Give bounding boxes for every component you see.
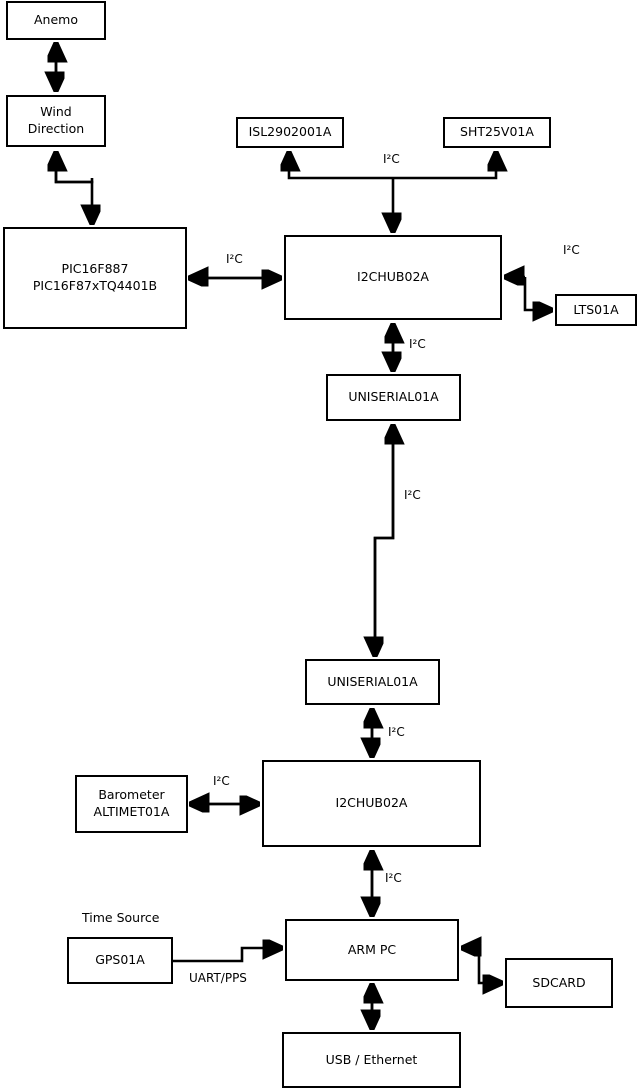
node-i2chub02a-bottom-label: I2CHUB02A [335,795,408,811]
node-i2chub02a-top[interactable]: I2CHUB02A [284,235,502,320]
node-uniserial01a-bottom-label: UNISERIAL01A [327,673,418,689]
node-i2chub02a-bottom[interactable]: I2CHUB02A [262,760,481,847]
node-i2chub02a-top-label: I2CHUB02A [357,269,429,285]
node-isl2902001a[interactable]: ISL2902001A [236,117,344,148]
edge-label-i2c-pic-hub: I²C [226,252,243,266]
edge-label-i2c-sensor-bus: I²C [383,152,400,166]
node-wind-direction-label: Wind Direction [27,104,85,136]
node-arm-pc[interactable]: ARM PC [285,919,459,981]
node-sht25v01a[interactable]: SHT25V01A [443,117,551,148]
node-anemo[interactable]: Anemo [6,1,106,40]
node-sdcard[interactable]: SDCARD [505,958,613,1008]
node-wind-direction[interactable]: Wind Direction [6,95,106,147]
node-sdcard-label: SDCARD [532,974,586,990]
node-gps01a[interactable]: GPS01A [67,937,173,984]
node-uniserial01a-top-label: UNISERIAL01A [348,389,439,405]
edge-gps-armpc [173,948,279,963]
node-uniserial01a-top[interactable]: UNISERIAL01A [326,374,461,421]
node-barometer-altimet01a-label: Barometer ALTIMET01A [93,787,170,819]
node-pic-mcu-label: PIC16F887 PIC16F87xTQ4401B [32,261,158,293]
edge-uniserial-link [375,428,393,653]
edge-hub-lts [508,277,549,310]
edge-armpc-sdcard [465,948,499,983]
node-isl2902001a-label: ISL2902001A [248,124,332,140]
node-sht25v01a-label: SHT25V01A [460,124,534,140]
edge-hub-sensors [289,155,496,229]
node-lts01a-label: LTS01A [573,301,619,317]
node-anemo-label: Anemo [34,12,78,28]
edge-label-i2c-uniserial-link: I²C [404,488,421,502]
edge-wind-pic [56,155,92,221]
node-arm-pc-label: ARM PC [347,941,397,957]
edge-label-i2c-hub-armpc: I²C [385,871,402,885]
edge-label-i2c-hub-lts: I²C [563,243,580,257]
node-usb-ethernet[interactable]: USB / Ethernet [282,1032,461,1088]
node-usb-ethernet-label: USB / Ethernet [325,1051,418,1067]
node-gps01a-label: GPS01A [95,952,145,968]
node-uniserial01a-bottom[interactable]: UNISERIAL01A [305,659,440,705]
node-barometer-altimet01a[interactable]: Barometer ALTIMET01A [75,775,188,833]
label-time-source: Time Source [82,910,160,925]
edge-label-i2c-hub-uniserial: I²C [409,337,426,351]
node-pic-mcu[interactable]: PIC16F887 PIC16F87xTQ4401B [3,227,187,329]
edge-label-i2c-barometer-hub: I²C [213,774,230,788]
node-lts01a[interactable]: LTS01A [555,294,637,326]
edge-label-i2c-uniserial-hub2: I²C [388,725,405,739]
edge-label-uart-pps: UART/PPS [189,971,247,985]
